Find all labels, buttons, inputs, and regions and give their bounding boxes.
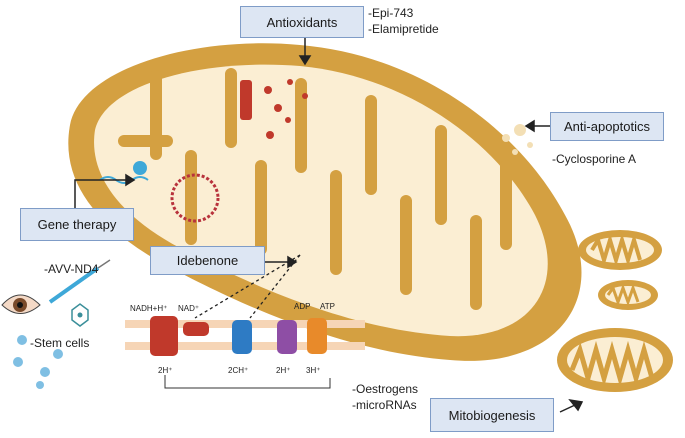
small-mitochondrion-2: [598, 280, 658, 310]
mitobiogenesis-box: Mitobiogenesis: [430, 398, 554, 432]
proton-label-4: 3H⁺: [306, 366, 321, 375]
complex-i: [150, 316, 178, 356]
small-mitochondrion-1: [578, 230, 662, 270]
anti-apoptotics-note: -Cyclosporine A: [552, 152, 637, 166]
complex-ii: [183, 322, 209, 336]
gene-therapy-box: Gene therapy: [20, 208, 134, 241]
eye-icon: [1, 294, 41, 314]
atp-synthase: [307, 318, 327, 354]
proton-label-1: 2H⁺: [158, 366, 173, 375]
idebenone-box: Idebenone: [150, 246, 265, 275]
stem-cells-note: -Stem cells: [30, 336, 90, 350]
mitobiogenesis-note-1: -Oestrogens: [352, 382, 419, 396]
nadh-label: NADH+H⁺: [130, 304, 168, 313]
viral-vector: [99, 161, 149, 184]
virus-icon: [71, 303, 89, 327]
idebenone-dashed: [194, 254, 301, 319]
ros-molecules: [240, 79, 308, 139]
mitobiogenesis-note-2: -microRNAs: [352, 398, 417, 412]
cytochrome-release: [502, 124, 533, 155]
complex-iv: [277, 320, 297, 354]
stem-cell-icons: [13, 335, 63, 389]
mitochondrion-matrix: [94, 64, 548, 337]
adp-label: ADP: [294, 302, 311, 311]
mtdna-ring: [170, 173, 220, 223]
antioxidants-note-1: -Epi-743: [368, 6, 414, 20]
proton-label-3: 2H⁺: [276, 366, 291, 375]
anti-apoptotics-box: Anti-apoptotics: [550, 112, 664, 141]
nad-label: NAD⁺: [178, 304, 200, 313]
proton-label-2: 2CH⁺: [228, 366, 249, 375]
antioxidants-note-2: -Elamipretide: [368, 22, 439, 36]
syringe-icon: [48, 259, 111, 304]
proton-line: [164, 375, 331, 389]
small-mitochondrion-3: [557, 328, 673, 392]
antioxidants-box: Antioxidants: [240, 6, 364, 38]
atp-label: ATP: [320, 302, 335, 311]
arrows: [74, 38, 584, 413]
gene-therapy-note: -AVV-ND4: [44, 262, 99, 276]
complex-iii: [232, 320, 252, 354]
